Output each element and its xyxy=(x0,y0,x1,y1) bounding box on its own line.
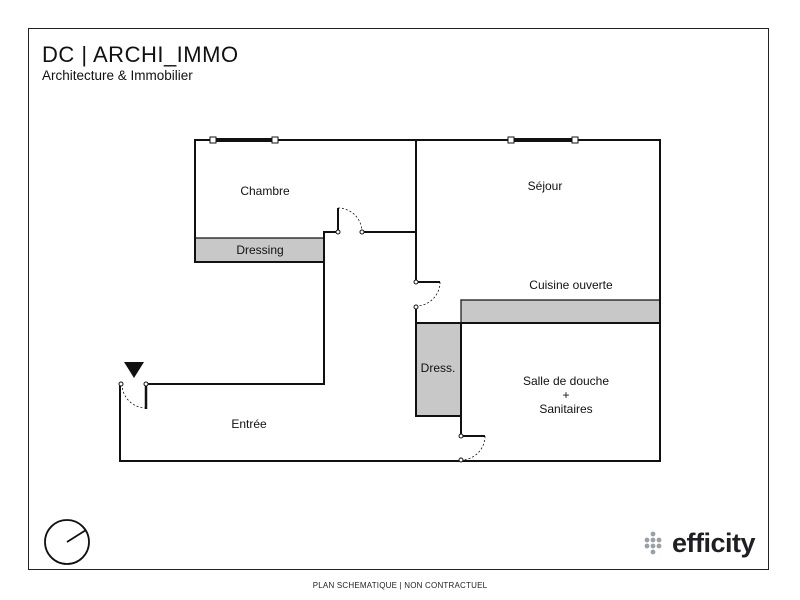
window-chambre xyxy=(209,136,279,144)
footer-disclaimer: PLAN SCHEMATIQUE | NON CONTRACTUEL xyxy=(312,581,488,590)
label-dress-small: Dress. xyxy=(421,361,456,375)
label-entree: Entrée xyxy=(231,417,267,431)
door-salle xyxy=(458,433,486,463)
efficity-dots-icon xyxy=(644,531,662,555)
door-entree xyxy=(118,381,149,409)
label-chambre: Chambre xyxy=(240,184,290,198)
brand-name: DC | ARCHI_IMMO xyxy=(42,42,239,67)
walls xyxy=(119,139,661,462)
dressing-fill xyxy=(196,238,324,262)
page-frame xyxy=(28,28,769,570)
kitchen-counter-fill xyxy=(461,300,659,323)
brand-subtitle: Architecture & Immobilier xyxy=(42,68,193,83)
dress-small-fill xyxy=(416,323,461,416)
door-sejour xyxy=(413,279,441,310)
label-cuisine: Cuisine ouverte xyxy=(529,278,613,292)
window-sejour xyxy=(507,136,579,144)
compass-icon xyxy=(44,519,90,565)
entry-arrow-icon xyxy=(124,362,144,378)
brand-header: DC | ARCHI_IMMO Architecture & Immobilie… xyxy=(42,44,239,83)
label-salle-line1: Salle de douche xyxy=(523,374,609,388)
efficity-logo: efficity xyxy=(644,527,756,558)
label-dressing: Dressing xyxy=(236,243,283,257)
door-chambre xyxy=(335,207,365,235)
efficity-wordmark: efficity xyxy=(672,527,756,558)
label-salle-line3: Sanitaires xyxy=(539,402,592,416)
label-sejour: Séjour xyxy=(528,179,563,193)
label-salle-line2: + xyxy=(562,388,569,402)
